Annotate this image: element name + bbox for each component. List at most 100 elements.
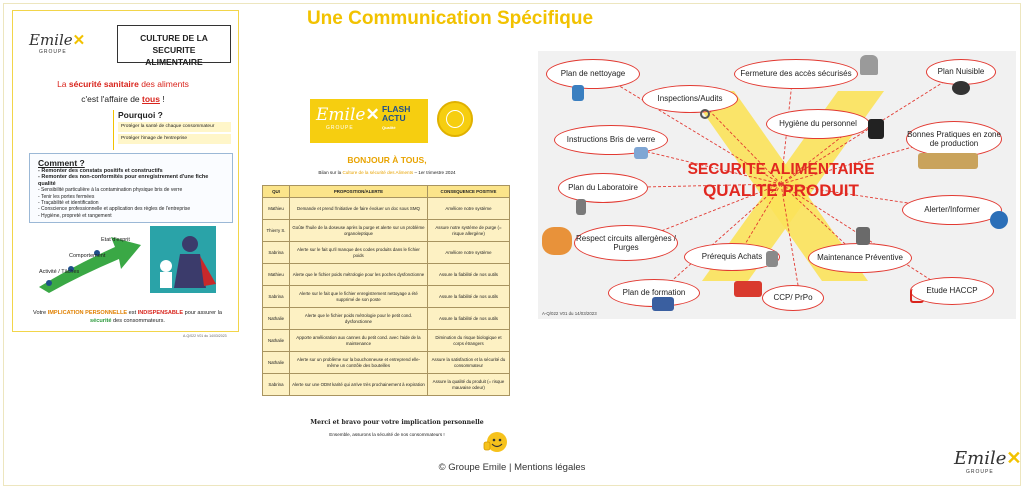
haccp-chart-icon <box>910 289 924 303</box>
cell-proposal: Demande et prend l'initiative de faire é… <box>289 197 428 220</box>
slogan-pre: La <box>57 79 69 89</box>
cell-consequence: Assure la fiabilité de nos outils <box>426 263 511 286</box>
arrow-label: Etat d'esprit <box>101 237 130 243</box>
engage-red: INDISPENSABLE <box>137 310 184 316</box>
logo-subtitle: GROUPE <box>966 469 994 475</box>
cell-consequence: Améliore notre système <box>426 241 511 264</box>
logo-subtitle: GROUPE <box>39 49 67 55</box>
slogan-post: des aliments <box>138 79 189 89</box>
why-title: Pourquoi ? <box>118 110 163 120</box>
superhero-icon <box>160 236 216 288</box>
megaphone-icon <box>990 211 1008 229</box>
bubble-plan-de-nettoyage: Plan de nettoyage <box>546 59 640 89</box>
food-items-icon <box>918 153 978 169</box>
footer: © Groupe Emile | Mentions légales <box>0 462 1024 473</box>
comment-item: - Hygiène, propreté et rangement <box>38 212 112 219</box>
cell-proposal: Alerte que le fichier poids métrologie p… <box>289 307 428 330</box>
logo-mark-icon: ✕ <box>72 31 86 49</box>
page-title: Une Communication Spécifique <box>306 8 594 29</box>
cell-consequence: Assure la qualité du produit (= risque m… <box>426 373 511 396</box>
poster-title-box: CULTURE DE LA SECURITE ALIMENTAIRE <box>117 25 231 67</box>
slogan-line2-pre: c'est l'affaire de <box>81 94 143 104</box>
engage-post: pour assurer la <box>183 310 222 316</box>
cell-proposal: Alerte sur un problème sur la bouchonneu… <box>289 351 428 374</box>
thumbs-up-smiley-icon <box>483 432 507 452</box>
bubble-bris-de-verre: Instructions Bris de verre <box>554 125 668 155</box>
poster-title-line1: CULTURE DE LA SECURITE <box>140 33 208 55</box>
arrow-label: Activité / Tâches <box>39 269 80 275</box>
cell-who: Sabrina <box>262 241 290 264</box>
comment-title: Comment ? <box>38 158 85 168</box>
center-line2: QUALITE PRODUIT <box>703 181 859 200</box>
greeting: BONJOUR À TOUS, <box>347 155 427 165</box>
engage-pre: Votre <box>33 310 48 316</box>
engage-green: sécurité <box>90 318 112 324</box>
bilan-post: – 1er trimestre 2024 <box>413 170 456 175</box>
why-item: Protéger la santé de chaque consommateur <box>118 122 231 132</box>
bubble-hygiene-personnel: Hygiène du personnel <box>766 109 870 139</box>
diagram-reference: A-Q/022 V01 du 14/03/2023 <box>542 311 597 316</box>
superhero-illustration <box>150 226 216 293</box>
bubble-prerequis-achats: Prérequis Achats <box>684 243 780 271</box>
cell-who: Sabrina <box>262 373 290 396</box>
bubble-ccp-prpo: CCP/ PrPo <box>762 285 824 311</box>
poster-logo: Emile✕ GROUPE <box>29 31 85 55</box>
cell-who: Nathalie <box>262 307 290 330</box>
bubble-inspections-audits: Inspections/Audits <box>642 85 738 113</box>
cell-who: Nathalie <box>262 329 290 352</box>
culture-poster: Emile✕ GROUPE CULTURE DE LA SECURITE ALI… <box>12 10 239 338</box>
engage-orange: IMPLICATION PERSONNELLE <box>47 310 128 316</box>
cell-consequence: Diminution du risque biologique et corps… <box>426 329 511 352</box>
arrow-label: Comportement <box>69 253 106 259</box>
bilan-highlight: Culture de la sécurité des Aliments <box>342 170 414 175</box>
footer-copyright: © Groupe Emile <box>438 462 507 473</box>
seal-inner <box>446 110 464 128</box>
cell-proposal: Alerte sur une ODM karité qui arrive trè… <box>289 373 428 396</box>
cell-proposal: Alerte sur le fait qu'il manque des code… <box>289 241 428 264</box>
cell-proposal: Goûte l'huile de la doseuse après la pur… <box>289 219 428 242</box>
poster-reference: A-Q/022 V01 du 14/03/2023 <box>183 334 227 338</box>
growth-arrow-icon <box>39 237 141 293</box>
slogan-line2-post: ! <box>159 94 165 104</box>
bubble-etude-haccp: Etude HACCP <box>910 277 994 305</box>
cleaning-icon <box>572 85 584 101</box>
slogan-bold: sécurité sanitaire <box>68 79 139 89</box>
cell-who: Mathieu <box>262 197 290 220</box>
allergens-icon <box>542 227 572 255</box>
bubble-circuits-allergenes: Respect circuits allergènes / Purges <box>574 225 678 261</box>
training-icon <box>652 297 674 311</box>
flash-title: FLASH ACTU Qualité <box>382 105 410 132</box>
flash-line2: ACTU <box>382 113 406 123</box>
flash-banner: Emile✕ GROUPE FLASH ACTU Qualité <box>310 99 428 143</box>
logo-name: Emile <box>29 31 73 49</box>
cell-who: Thierry S. <box>262 219 290 242</box>
comment-item: - Sensibilité particulière à la contamin… <box>38 187 183 194</box>
mentions-legales-link[interactable]: Mentions légales <box>514 462 586 473</box>
bilan-line: Bilan sur la Culture de la sécurité des … <box>257 170 517 175</box>
padlock-icon <box>860 55 878 75</box>
broken-glass-icon <box>634 147 648 159</box>
logo-mark-icon: ✕ <box>1006 448 1022 469</box>
cell-who: Nathalie <box>262 351 290 374</box>
bubble-plan-nuisible: Plan Nuisible <box>926 59 996 85</box>
engage-mid: est <box>127 310 138 316</box>
comment-item: - Tenir les portes fermées <box>38 193 95 200</box>
column-header: PROPOSITION/ALERTE <box>289 185 428 198</box>
bubble-bonnes-pratiques: Bonnes Pratiques en zone de production <box>906 121 1002 157</box>
logo-name: Emile <box>954 448 1007 469</box>
footer-logo[interactable]: Emile✕ GROUPE <box>954 448 1021 475</box>
comment-bold-item: - Remonter des constats positifs et cons… <box>38 168 163 174</box>
comment-bold-item: - Remonter des non-conformités pour enre… <box>38 174 209 187</box>
bubble-fermeture-acces: Fermeture des accès sécurisés <box>734 59 858 89</box>
column-header: CONSEQUENCE POSITIVE <box>426 185 511 198</box>
page-frame <box>3 3 1021 486</box>
flash-actu-document: Emile✕ GROUPE FLASH ACTU Qualité BONJOUR… <box>257 82 517 437</box>
slogan-line2-bold: tous <box>142 94 160 104</box>
table-row: Thierry S.Goûte l'huile de la doseuse ap… <box>262 219 511 242</box>
diagram-center-title: SECURITE ALIMENTAIRE QUALITE PRODUIT <box>672 159 890 201</box>
